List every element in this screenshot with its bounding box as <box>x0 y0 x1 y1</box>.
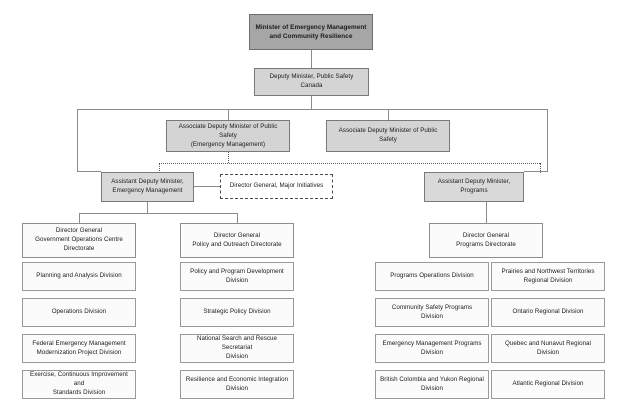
connector-adm-em-bus <box>79 213 237 214</box>
division-label: Planning and Analysis Division <box>36 272 122 279</box>
division-label: Prairies and Northwest Territories Regio… <box>501 267 595 284</box>
division-label: Ontario Regional Division <box>512 308 584 315</box>
division-label: Federal Emergency Management Modernizati… <box>32 339 126 356</box>
node-dg-programs-label: Director General Programs Directorate <box>456 231 516 248</box>
connector-bus-to-assoc-em <box>228 109 229 120</box>
division-box[interactable]: Prairies and Northwest Territories Regio… <box>491 262 605 291</box>
node-adm-programs-label: Assistant Deputy Minister, Programs <box>437 178 511 194</box>
node-dg-major-initiatives[interactable]: Director General, Major Initiatives <box>220 174 333 199</box>
division-label: British Colombia and Yukon Regional Divi… <box>380 375 484 392</box>
division-label: Programs Operations Division <box>390 272 474 279</box>
node-associate-dm-public-safety[interactable]: Associate Deputy Minister of Public Safe… <box>326 120 450 152</box>
connector-adm-em-to-dg-major <box>194 186 220 187</box>
node-dg-policy-outreach[interactable]: Director General Policy and Outreach Dir… <box>180 223 294 258</box>
division-box[interactable]: Policy and Program Development Division <box>180 262 294 291</box>
division-box[interactable]: Ontario Regional Division <box>491 298 605 327</box>
connector-bus-to-dg-goc <box>79 213 80 223</box>
node-minister-label: Minister of Emergency Management and Com… <box>255 23 367 40</box>
division-box[interactable]: Federal Emergency Management Modernizati… <box>22 334 136 363</box>
node-deputy-minister[interactable]: Deputy Minister, Public Safety Canada <box>254 68 369 96</box>
division-label: Community Safety Programs Division <box>391 303 473 320</box>
connector-dotted-bus <box>159 163 540 164</box>
node-minister[interactable]: Minister of Emergency Management and Com… <box>249 14 373 50</box>
connector-dm-bus <box>77 109 547 110</box>
node-dg-goc-label: Director General Government Operations C… <box>35 227 123 252</box>
node-adm-em-label: Assistant Deputy Minister, Emergency Man… <box>111 178 184 194</box>
connector-right-to-adm-programs <box>524 171 548 172</box>
division-label: Quebec and Nunavut Regional Division <box>505 339 591 356</box>
division-box[interactable]: Exercise, Continuous Improvement and Sta… <box>22 370 136 399</box>
division-label: Strategic Policy Division <box>203 308 271 315</box>
division-box[interactable]: Strategic Policy Division <box>180 298 294 327</box>
division-label: Resilience and Economic Integration Divi… <box>185 375 289 392</box>
node-associate-dm-em-label: Associate Deputy Minister of Public Safe… <box>178 122 278 148</box>
node-associate-dm-ps-label: Associate Deputy Minister of Public Safe… <box>338 127 438 143</box>
division-box[interactable]: Atlantic Regional Division <box>491 370 605 399</box>
division-label: Emergency Management Programs Division <box>382 339 482 356</box>
division-box[interactable]: Operations Division <box>22 298 136 327</box>
division-label: Atlantic Regional Division <box>512 380 584 387</box>
connector-dotted-to-adm-em <box>159 163 160 173</box>
node-associate-dm-emergency-management[interactable]: Associate Deputy Minister of Public Safe… <box>166 120 290 152</box>
division-box[interactable]: Quebec and Nunavut Regional Division <box>491 334 605 363</box>
node-adm-emergency-management[interactable]: Assistant Deputy Minister, Emergency Man… <box>101 172 194 202</box>
division-box[interactable]: Emergency Management Programs Division <box>375 334 489 363</box>
division-label: Policy and Program Development Division <box>190 267 284 284</box>
connector-adm-programs-to-dg <box>486 202 487 223</box>
division-box[interactable]: Planning and Analysis Division <box>22 262 136 291</box>
division-box[interactable]: Community Safety Programs Division <box>375 298 489 327</box>
division-box[interactable]: Programs Operations Division <box>375 262 489 291</box>
division-label: Exercise, Continuous Improvement and Sta… <box>30 371 128 396</box>
node-dg-major-initiatives-label: Director General, Major Initiatives <box>229 182 324 189</box>
node-dg-government-operations-centre[interactable]: Director General Government Operations C… <box>22 223 136 258</box>
connector-dotted-assoc-em-stem <box>228 152 229 163</box>
node-deputy-minister-label: Deputy Minister, Public Safety Canada <box>269 73 354 89</box>
connector-dotted-to-adm-programs <box>540 163 541 173</box>
division-label: Operations Division <box>51 308 107 315</box>
node-dg-programs-directorate[interactable]: Director General Programs Directorate <box>429 223 543 258</box>
connector-minister-to-dm <box>311 50 312 68</box>
connector-bus-to-assoc-ps <box>388 109 389 120</box>
connector-adm-em-stem <box>147 202 148 213</box>
connector-left-to-adm-em <box>77 171 101 172</box>
division-box[interactable]: British Colombia and Yukon Regional Divi… <box>375 370 489 399</box>
division-box[interactable]: Resilience and Economic Integration Divi… <box>180 370 294 399</box>
node-adm-programs[interactable]: Assistant Deputy Minister, Programs <box>424 172 524 202</box>
node-dg-policy-label: Director General Policy and Outreach Dir… <box>192 231 282 248</box>
connector-bus-to-adm-em <box>77 109 78 171</box>
connector-bus-to-adm-programs <box>547 109 548 171</box>
division-label: National Search and Rescue Secretariat D… <box>196 335 278 360</box>
connector-bus-to-dg-policy <box>237 213 238 223</box>
division-box[interactable]: National Search and Rescue Secretariat D… <box>180 334 294 363</box>
connector-dm-stem <box>311 96 312 109</box>
